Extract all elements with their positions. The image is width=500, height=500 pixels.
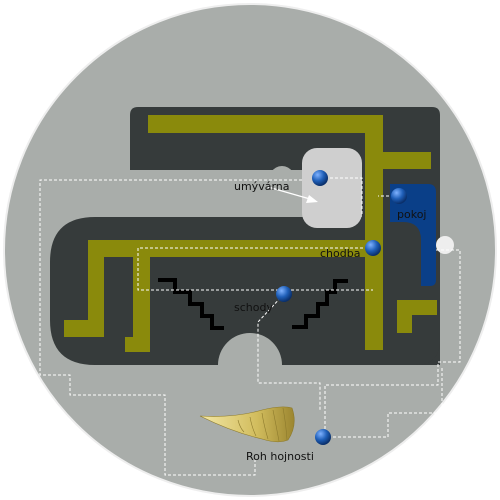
marker-roh[interactable] — [315, 429, 331, 445]
label-chodba: chodba — [320, 247, 360, 260]
label-umyvarna: umývárna — [234, 180, 290, 193]
room-umyvarna — [302, 148, 362, 228]
stairs-left — [158, 278, 224, 330]
leader-roh — [323, 368, 443, 438]
label-schody: schody — [234, 301, 273, 314]
corridor-right-vertical — [365, 115, 383, 350]
leader-outline-left — [39, 179, 302, 476]
leader-umyvarna-box — [320, 177, 363, 215]
label-roh: Roh hojnosti — [246, 450, 314, 463]
leader-lines — [39, 177, 461, 476]
leader-schody — [257, 293, 321, 410]
cornucopia-icon — [199, 406, 295, 443]
leader-outline-right — [324, 249, 461, 438]
marker-umyvarna[interactable] — [312, 170, 328, 186]
corridor-right-branch — [397, 300, 437, 315]
umyvarna-arrow — [267, 186, 318, 203]
label-pokoj: pokoj — [397, 208, 426, 221]
corridor-right-branch-drop — [397, 315, 412, 333]
corridor-left-inner-foot — [125, 337, 150, 352]
marker-pokoj[interactable] — [391, 188, 407, 204]
wall-notch — [266, 166, 298, 210]
corridor-left-inner — [133, 257, 150, 352]
side-door — [436, 236, 454, 254]
corridors — [64, 115, 437, 352]
marker-schody[interactable] — [276, 286, 292, 302]
corridor-top — [148, 115, 383, 133]
stairs-right — [292, 279, 348, 329]
room-pokoj — [390, 184, 436, 286]
corridor-left-bottom — [64, 320, 104, 337]
corridor-right-stub — [383, 152, 431, 169]
corridor-left-vertical — [88, 257, 104, 337]
leader-chodba-box — [137, 247, 373, 291]
marker-chodba[interactable] — [365, 240, 381, 256]
